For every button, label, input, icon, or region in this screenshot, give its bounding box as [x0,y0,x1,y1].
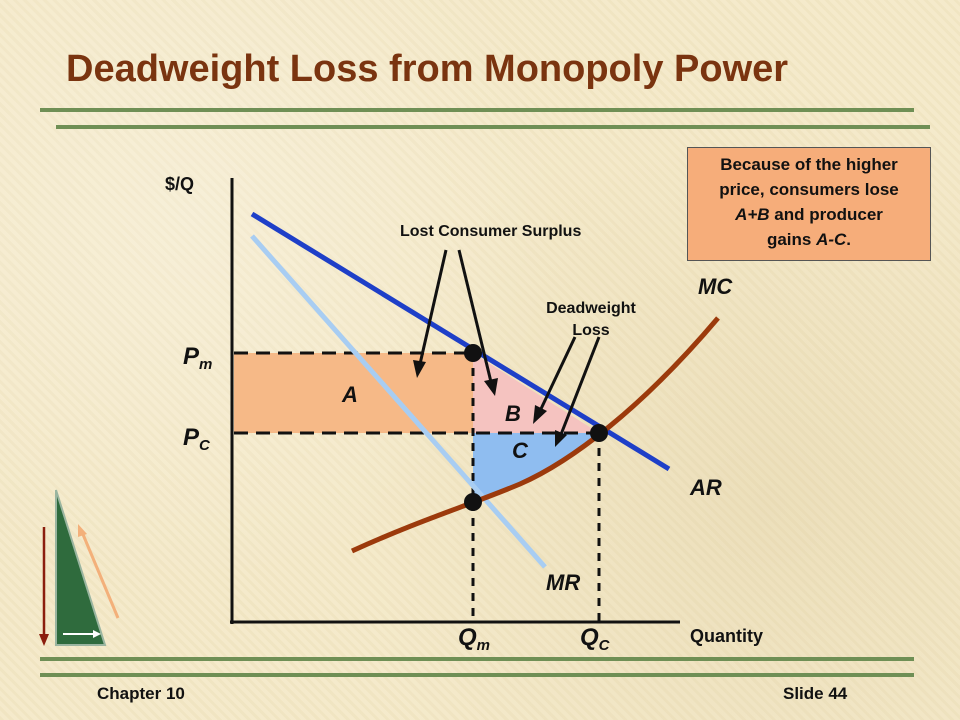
price-monopoly-sub: m [199,356,212,373]
footer-rule-top [40,657,914,661]
qty-competitive-label: QC [580,624,611,654]
deadweight-label-line2: Loss [572,322,609,339]
title-rule-bottom [56,125,930,129]
lost-cs-arrows [418,249,493,383]
note-region-ab: A+B [735,205,770,224]
qty-competitive-sub: C [599,637,611,654]
mc-curve [350,316,720,554]
arrowhead-region-b [484,378,498,396]
region-c-fill [473,433,599,502]
lost-consumer-surplus-label: Lost Consumer Surplus [400,223,581,240]
arrow-to-region-a [418,249,448,365]
x-axis-label: Quantity [690,626,763,646]
qty-monopoly-label: Qm [458,624,490,654]
green-triangle [55,489,107,646]
white-arrowhead [93,630,101,638]
competitive-point [590,424,608,442]
region-b-fill [473,353,599,433]
price-monopoly-main: P [183,343,200,370]
note-box: Because of the higher price, consumers l… [687,147,931,261]
decorative-triangle-graphic [39,489,120,646]
note-line-2: price, consumers lose [719,180,899,199]
qty-monopoly-sub: m [477,637,490,654]
region-c-label: C [512,438,529,463]
price-competitive-main: P [183,424,200,451]
arrowhead-dwl-b [533,405,547,424]
footer-chapter: Chapter 10 [97,684,185,703]
mc-at-qm-point [464,493,482,511]
qty-monopoly-main: Q [458,624,477,651]
region-a-label: A [341,382,358,407]
arrow-to-region-b-dwl [538,336,577,412]
mc-label: MC [698,274,733,299]
dwl-arrows [538,336,601,438]
slide-title: Deadweight Loss from Monopoly Power [66,48,789,90]
arrow-to-region-b [457,249,493,383]
arrowhead-region-a [413,360,426,378]
monopoly-point [464,344,482,362]
mr-label: MR [546,570,580,595]
y-axis-label: $/Q [165,174,194,194]
note-line-3: A+B and producer [688,202,930,227]
deadweight-label-line1: Deadweight [546,300,636,317]
note-line-4: gains A-C. [688,227,930,252]
arrowhead-dwl-c [555,430,567,447]
orange-arrowhead [78,524,87,537]
price-competitive-label: PC [183,424,211,454]
mr-curve [250,234,547,569]
qty-competitive-main: Q [580,624,599,651]
region-a-fill [234,353,473,433]
orange-diagonal-line [80,531,120,619]
region-b-label: B [505,401,521,426]
note-region-ac: A-C [816,230,847,249]
ar-label: AR [689,475,722,500]
note-line-3-rest: and producer [769,205,883,224]
red-down-arrowhead [39,634,49,646]
arrow-to-region-c-dwl [558,336,601,438]
price-competitive-sub: C [199,437,211,454]
footer-rule-bottom [40,673,914,677]
note-line-4-end: . [846,230,852,249]
footer-slide-number: Slide 44 [783,684,848,703]
note-line-1: Because of the higher [720,155,898,174]
note-line-4-start: gains [766,230,817,249]
title-rule-top [40,108,914,112]
price-monopoly-label: Pm [183,343,212,373]
